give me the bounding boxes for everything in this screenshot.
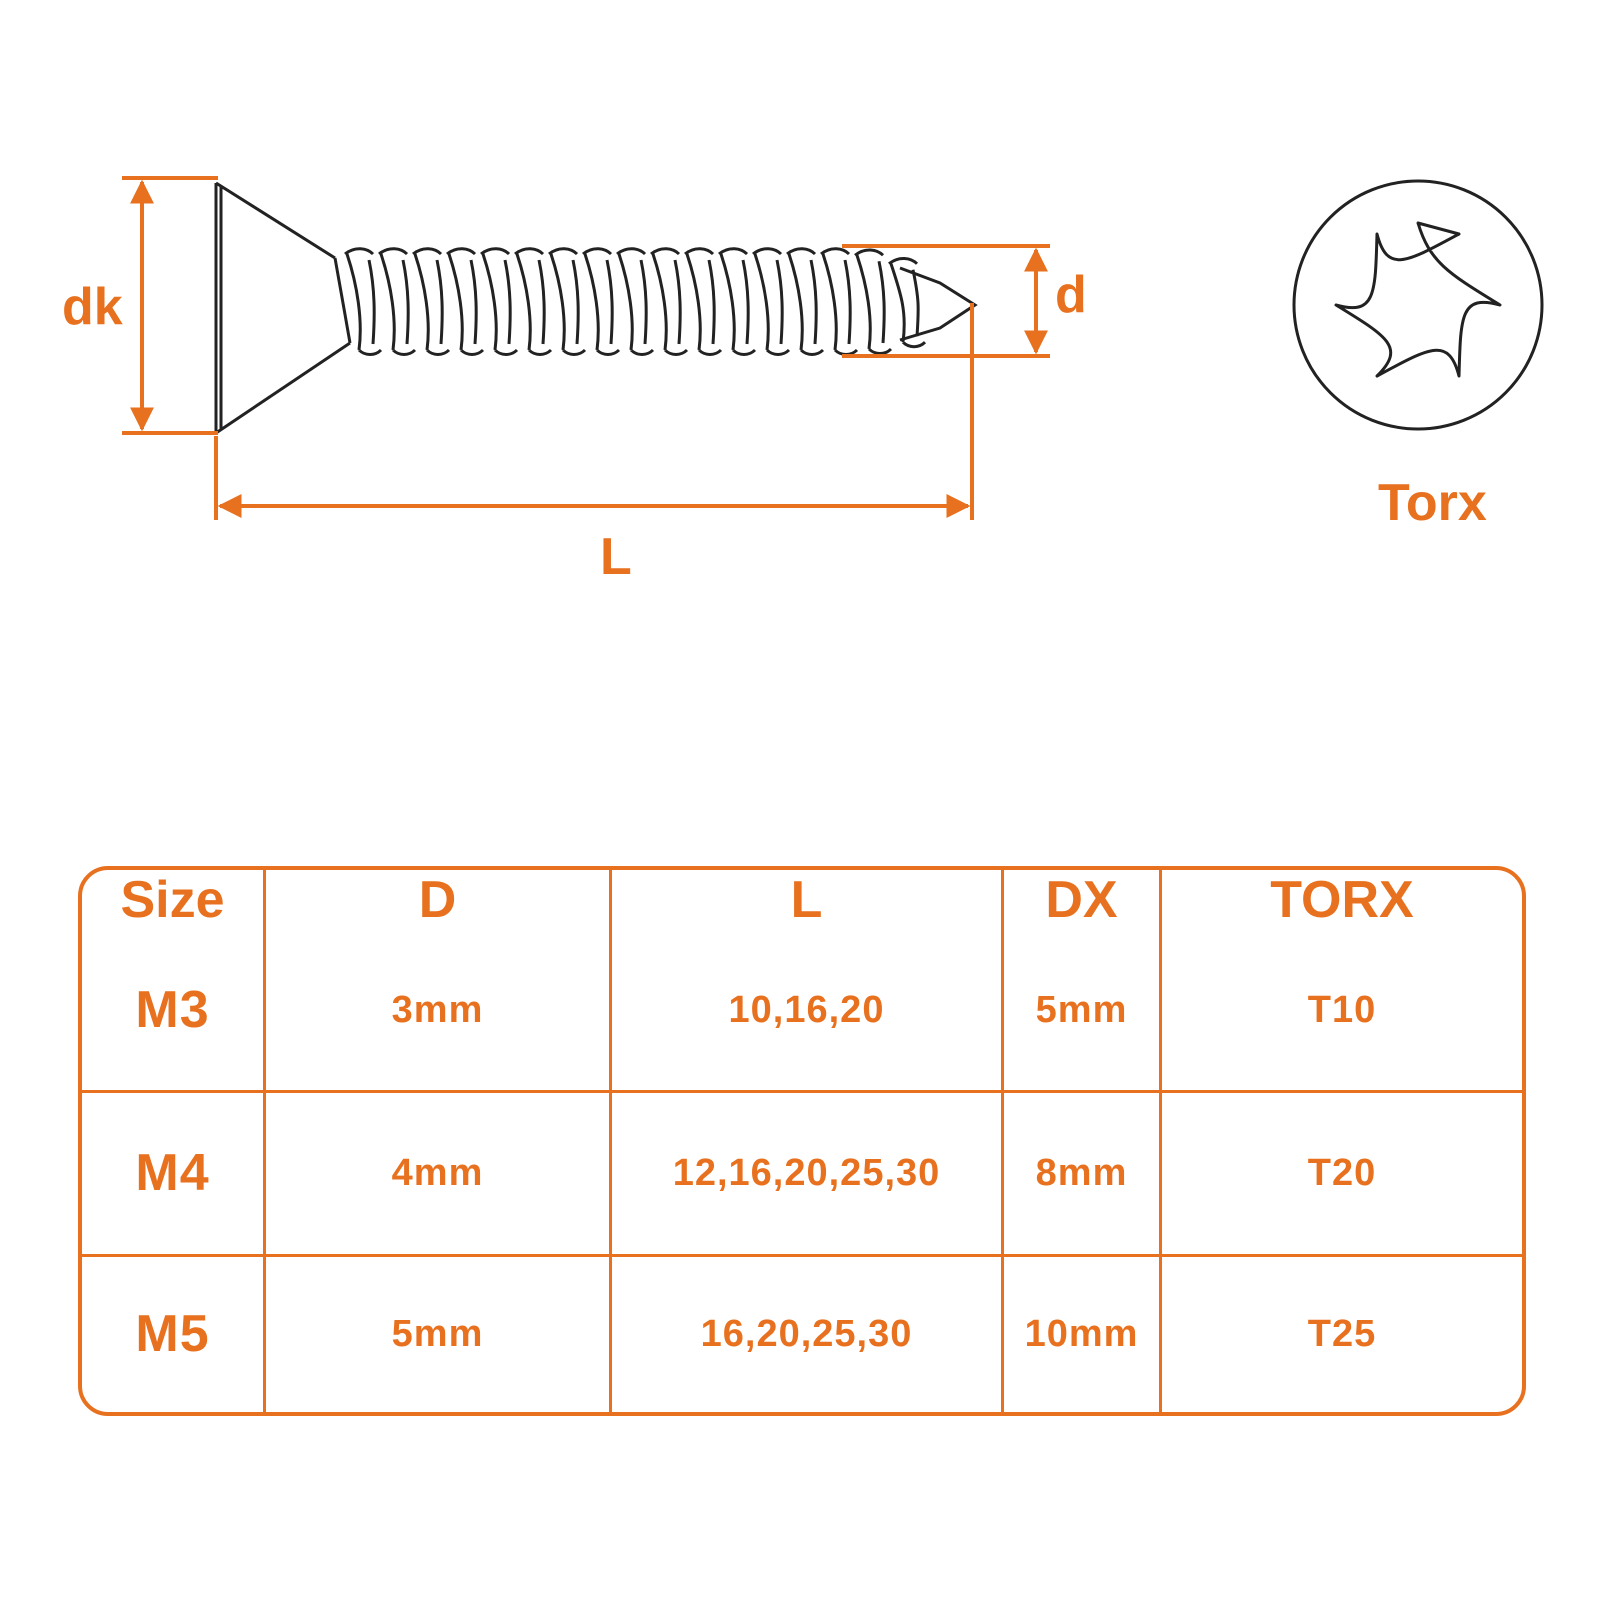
cell-l: 12,16,20,25,30 [612,1093,1004,1257]
cell-l: 16,20,25,30 [612,1256,1004,1412]
cell-torx: T10 [1162,930,1522,1094]
header-l: L [612,870,1004,930]
cell-torx: T25 [1307,1312,1377,1355]
cell-d: 4mm [266,1093,612,1257]
cell-dx: 5mm [1004,930,1162,1094]
torx-label: Torx [1378,474,1487,532]
cell-d: 3mm [266,930,612,1094]
dk-dimension [122,176,218,435]
cell-torx: T20 [1162,1093,1522,1257]
table-row: M5 5mm 16,20,25,30 10mm T25 [82,1256,1522,1412]
spec-table: Size D L DX TORX M3 3mm 10,16,20 5mm T10… [78,866,1526,1416]
length-dimension [214,303,974,520]
cell-dx: 8mm [1004,1093,1162,1257]
header-size: Size [82,870,266,930]
d-dimension [842,244,1050,358]
table-row: M4 4mm 12,16,20,25,30 8mm T20 [82,1093,1522,1257]
screw-dimension-diagram: dk d L Torx [62,176,1544,586]
torx-head-icon [1292,179,1544,431]
countersunk-screw-icon [214,181,978,435]
cell-l: 10,16,20 [612,930,1004,1094]
length-label: L [600,528,632,586]
table-row: M3 3mm 10,16,20 5mm T10 [82,930,1522,1094]
header-dx: DX [1004,870,1162,930]
thread-path [344,247,927,356]
cell-size: M5 [82,1256,266,1412]
cell-size: M4 [82,1093,266,1257]
d-label: d [1055,266,1087,324]
screw-threads [344,247,927,356]
cell-d: 5mm [266,1256,612,1412]
cell-dx: 10mm [1004,1256,1162,1412]
table-header-row: Size D L DX TORX [82,870,1522,930]
header-torx: TORX [1270,871,1414,929]
cell-size: M3 [82,930,266,1094]
header-d: D [266,870,612,930]
dk-label: dk [62,278,123,336]
